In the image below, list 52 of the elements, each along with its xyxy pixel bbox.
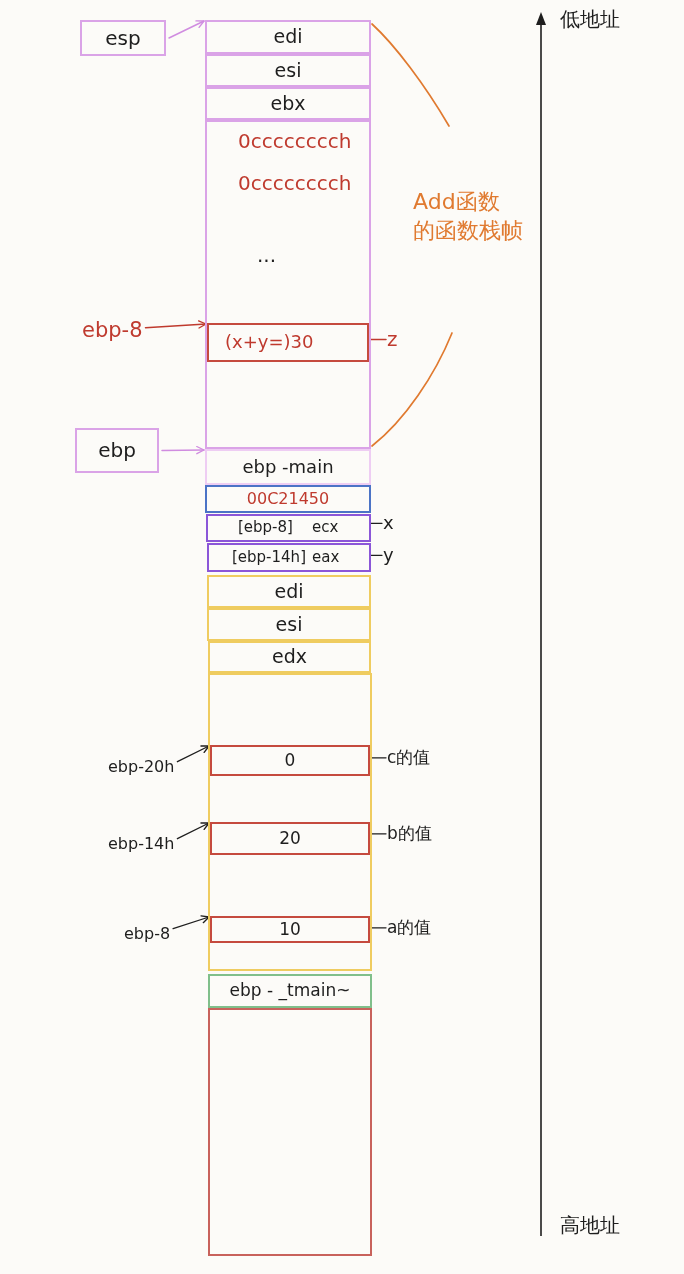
ellipsis: ... xyxy=(257,244,277,267)
stack-frame-area xyxy=(205,120,371,449)
operand-text: [ebp-8] xyxy=(238,519,293,537)
stack-slot xyxy=(207,543,371,572)
register-text: eax xyxy=(312,549,340,567)
arrow xyxy=(172,915,210,930)
variable-slot: (x+y=)30 xyxy=(207,323,369,362)
variable-label: b的值 xyxy=(387,824,432,844)
arrow xyxy=(144,320,207,329)
operand-text: [ebp-14h] xyxy=(232,549,306,567)
variable-label: y xyxy=(383,545,394,566)
arrow xyxy=(168,20,205,39)
stack-slot: ebp - _tmain~ xyxy=(208,974,372,1008)
leader-line xyxy=(369,927,387,929)
axis-label: 低地址 xyxy=(560,6,620,32)
stack-slot: 00C21450 xyxy=(205,485,371,513)
variable-slot: 10 xyxy=(210,916,370,943)
variable-slot: 20 xyxy=(210,822,370,855)
arrow xyxy=(176,822,210,840)
variable-label: z xyxy=(387,328,398,351)
leader-line xyxy=(369,833,387,835)
variable-label: x xyxy=(383,513,394,534)
leader-line xyxy=(369,757,387,759)
stack-frame-area xyxy=(208,673,372,971)
leader-line xyxy=(370,554,383,556)
stack-slot: esi xyxy=(207,608,371,641)
leader-line xyxy=(368,338,387,341)
variable-label: a的值 xyxy=(387,918,432,938)
variable-label: c的值 xyxy=(387,748,431,768)
filler-value: 0cccccccch xyxy=(238,172,352,195)
filler-value: 0cccccccch xyxy=(238,130,352,153)
stack-slot: edx xyxy=(208,641,371,673)
arrow xyxy=(176,745,210,763)
stack-slot: ebx xyxy=(205,87,371,120)
stack-frame-area xyxy=(208,1008,372,1256)
arrow xyxy=(161,445,205,455)
offset-label: ebp-8 xyxy=(124,925,171,944)
stack-slot: ebp -main xyxy=(205,449,371,485)
variable-slot: 0 xyxy=(210,745,370,776)
leader-line xyxy=(370,522,383,524)
axis-label: 高地址 xyxy=(560,1212,620,1238)
stack-slot: esi xyxy=(205,54,371,87)
register-text: ecx xyxy=(312,519,339,537)
register-box: ebp xyxy=(75,428,159,473)
stack-slot: edi xyxy=(207,575,371,608)
offset-label: ebp-8 xyxy=(82,318,143,343)
offset-label: ebp-20h xyxy=(108,758,175,777)
stack-slot xyxy=(206,514,371,542)
stack-slot: edi xyxy=(205,20,371,54)
register-box: esp xyxy=(80,20,166,56)
offset-label: ebp-14h xyxy=(108,835,175,854)
frame-label: Add函数的函数栈帧 xyxy=(413,188,524,245)
